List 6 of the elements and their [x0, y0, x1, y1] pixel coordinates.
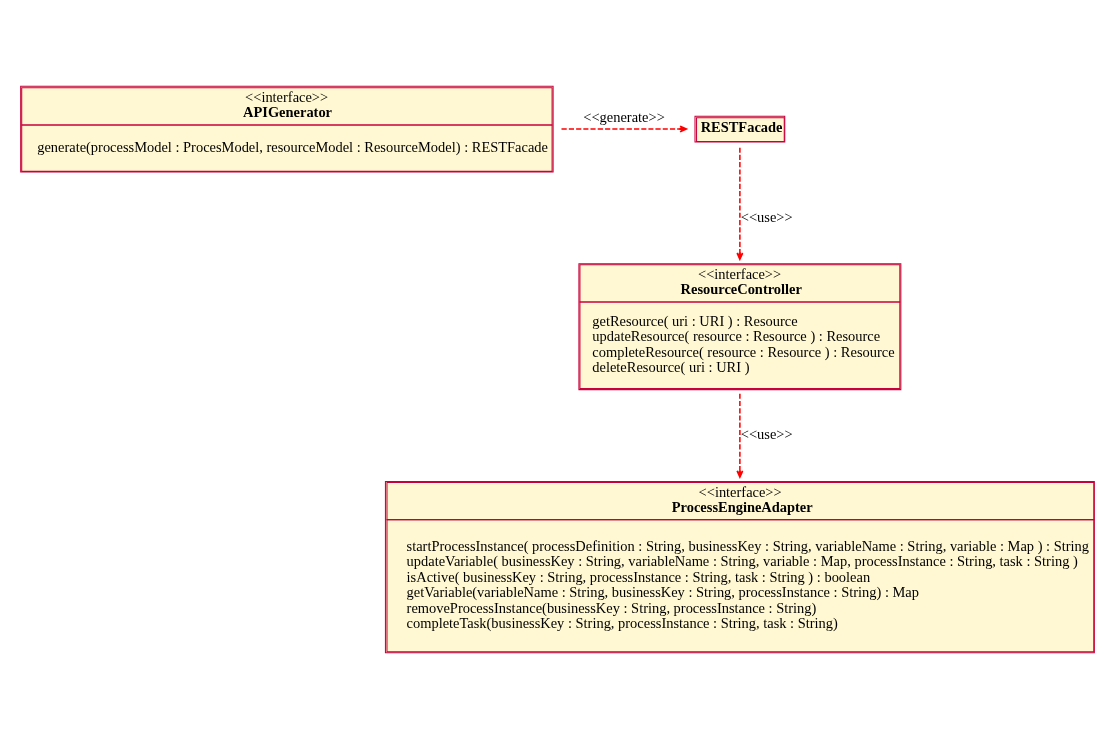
- arrow: [736, 146, 744, 260]
- edge-label: <<generate>>: [583, 108, 665, 125]
- arrow: [560, 125, 688, 133]
- edge-label: <<use>>: [740, 208, 793, 225]
- edge-label: <<use>>: [740, 425, 793, 442]
- arrow: [736, 392, 744, 478]
